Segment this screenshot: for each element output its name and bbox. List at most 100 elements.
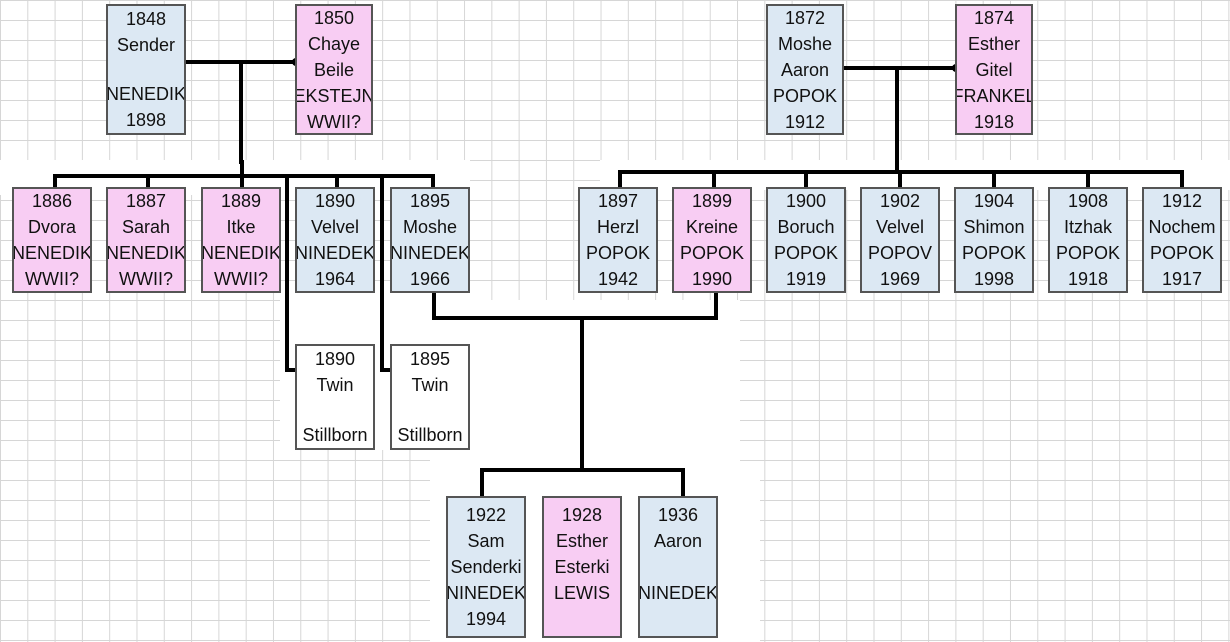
person-box-moshe-aaron[interactable]: 1872 Moshe Aaron POPOK 1912: [766, 4, 844, 135]
sibling-bar-nenedik: [53, 174, 435, 178]
birth-year: 1897: [597, 191, 639, 211]
person-box-twin-1890[interactable]: 1890 Twin Stillborn: [295, 344, 375, 450]
surname: POPOK: [773, 243, 839, 263]
twin-connector-1890: [285, 368, 297, 372]
given-name: Esther: [555, 531, 609, 551]
person-box-herzl[interactable]: 1897 Herzl POPOK 1942: [578, 187, 658, 293]
surname: EKSTEJN: [295, 85, 373, 106]
given-name: Sarah: [121, 217, 171, 237]
death-year: 1919: [785, 269, 827, 289]
twin-line-1895: [380, 174, 384, 372]
drop-line-moshe: [431, 174, 435, 188]
person-box-sender[interactable]: 1848 Sender NENEDIK 1898: [106, 4, 186, 135]
middle-name: Senderki: [450, 557, 522, 577]
death-year: 1917: [1161, 269, 1203, 289]
given-name: Itke: [226, 217, 256, 237]
given-name: Aaron: [653, 531, 703, 551]
drop-line-aaron: [681, 468, 685, 496]
person-box-twin-1895[interactable]: 1895 Twin Stillborn: [390, 344, 470, 450]
birth-year: 1900: [785, 191, 827, 211]
drop-line-kreine: [712, 170, 716, 188]
person-box-nochem[interactable]: 1912 Nochem POPOK 1917: [1142, 187, 1222, 293]
person-box-moshe-ninedek[interactable]: 1895 Moshe NINEDEK 1966: [390, 187, 470, 293]
drop-line-boruch: [804, 170, 808, 188]
birth-year: 1890: [314, 349, 356, 369]
person-box-itzhak[interactable]: 1908 Itzhak POPOK 1918: [1048, 187, 1128, 293]
surname: NINEDEK: [390, 243, 470, 263]
person-box-kreine[interactable]: 1899 Kreine POPOK 1990: [672, 187, 752, 293]
death-year: 1964: [314, 269, 356, 289]
given-name: Velvel: [310, 217, 360, 237]
birth-year: 1902: [879, 191, 921, 211]
birth-year: 1890: [314, 191, 356, 211]
given-name: Kreine: [685, 217, 739, 237]
surname: POPOK: [1149, 243, 1215, 263]
birth-year: 1886: [31, 191, 73, 211]
drop-line-dvora: [53, 174, 57, 188]
person-box-dvora[interactable]: 1886 Dvora NENEDIK WWII?: [12, 187, 92, 293]
drop-line-shimon: [992, 170, 996, 188]
surname: NINEDEK: [638, 583, 718, 603]
person-box-aaron[interactable]: 1936 Aaron NINEDEK: [638, 496, 718, 638]
given-name: Chaye: [307, 33, 361, 54]
person-box-itke[interactable]: 1889 Itke NENEDIK WWII?: [201, 187, 281, 293]
given-name: Sender: [116, 35, 176, 55]
middle-name: Esterki: [554, 557, 610, 577]
birth-year: 1912: [1161, 191, 1203, 211]
whitespace: [430, 300, 740, 480]
death-year: WWII?: [25, 269, 79, 289]
death-year: 1912: [784, 111, 826, 132]
person-box-boruch[interactable]: 1900 Boruch POPOK 1919: [766, 187, 846, 293]
given-name: Itzhak: [1063, 217, 1113, 237]
person-box-chaye[interactable]: 1850 Chaye Beile EKSTEJN WWII?: [295, 4, 373, 135]
surname: POPOK: [1055, 243, 1121, 263]
death-year: 1998: [973, 269, 1015, 289]
descent-line-popok: [895, 66, 899, 174]
given-name: Herzl: [596, 217, 639, 237]
birth-year: 1887: [125, 191, 167, 211]
person-box-velvel-popov[interactable]: 1902 Velvel POPOV 1969: [860, 187, 940, 293]
middle-name: Beile: [313, 59, 355, 80]
surname: NINEDEK: [295, 243, 375, 263]
given-name: Moshe: [402, 217, 458, 237]
descent-line-moshe-kreine: [580, 316, 584, 472]
surname: POPOK: [961, 243, 1027, 263]
status: Stillborn: [397, 425, 463, 445]
person-box-esther-lewis[interactable]: 1928 Esther Esterki LEWIS: [542, 496, 622, 638]
marriage-stub-kreine: [714, 290, 718, 320]
birth-year: 1889: [220, 191, 262, 211]
drop-line-nochem: [1180, 170, 1184, 188]
given-name: Twin: [316, 375, 354, 395]
marriage-line-popok-frankel: [843, 66, 957, 70]
birth-year: 1848: [125, 9, 167, 29]
status: Stillborn: [302, 425, 368, 445]
person-box-sam[interactable]: 1922 Sam Senderki NINEDEK 1994: [446, 496, 526, 638]
surname: POPOK: [585, 243, 651, 263]
person-box-sarah[interactable]: 1887 Sarah NENEDIK WWII?: [106, 187, 186, 293]
drop-line-itzhak: [1086, 170, 1090, 188]
death-year: 1969: [879, 269, 921, 289]
birth-year: 1922: [465, 505, 507, 525]
given-name: Boruch: [777, 217, 835, 237]
surname: NINEDEK: [446, 583, 526, 603]
surname: FRANKEL: [955, 85, 1033, 106]
birth-year: 1908: [1067, 191, 1109, 211]
person-box-shimon[interactable]: 1904 Shimon POPOK 1998: [954, 187, 1034, 293]
marriage-line-moshe-kreine: [432, 316, 718, 320]
death-year: 1918: [973, 111, 1015, 132]
surname: NENEDIK: [106, 84, 186, 104]
sibling-bar-children: [480, 468, 685, 472]
person-box-esther-gitel[interactable]: 1874 Esther Gitel FRANKEL 1918: [955, 4, 1033, 135]
drop-line-sarah: [146, 174, 150, 188]
given-name: Nochem: [1148, 217, 1216, 237]
given-name: Moshe: [777, 33, 833, 54]
birth-year: 1936: [657, 505, 699, 525]
whitespace: [600, 160, 1230, 190]
birth-year: 1928: [561, 505, 603, 525]
twin-line-1890: [285, 174, 289, 372]
surname: NENEDIK: [201, 243, 281, 263]
drop-line-herzl: [618, 170, 622, 188]
given-name: Esther: [967, 33, 1021, 54]
person-box-velvel-ninedek[interactable]: 1890 Velvel NINEDEK 1964: [295, 187, 375, 293]
birth-year: 1850: [313, 7, 355, 28]
